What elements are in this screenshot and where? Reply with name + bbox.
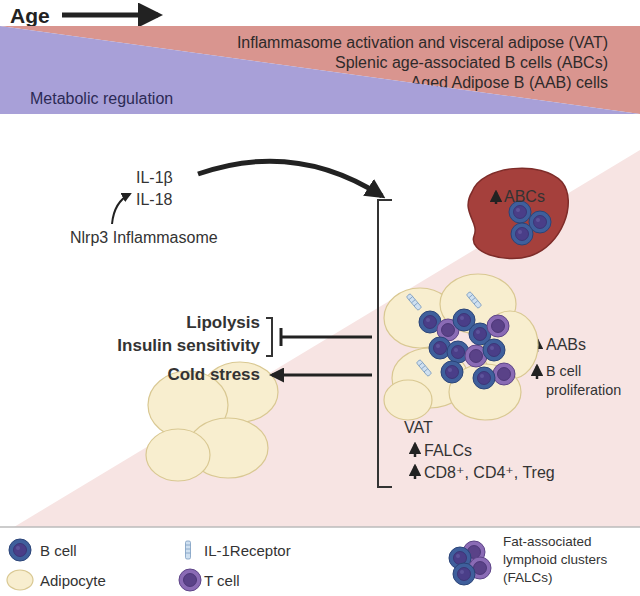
illustration-part [536, 366, 539, 379]
cell-label: CD8⁺, CD4⁺, Treg [424, 463, 555, 482]
legend-text: Fat-associated lymphoid clusters (FALCs) [503, 533, 637, 587]
illustration-part [414, 444, 417, 457]
adipocytes-left [146, 362, 278, 481]
cytokine-label: IL-1β [136, 168, 173, 187]
bracket [378, 200, 392, 487]
illustration-part [483, 339, 505, 361]
axis-title: Age [10, 4, 50, 28]
illustration-part [473, 367, 495, 389]
illustration-part [9, 539, 31, 561]
illustration-part [179, 569, 201, 591]
cell-label: B cell proliferation [546, 362, 638, 400]
cell-label: AABs [546, 335, 586, 354]
illustration-part [146, 429, 210, 481]
small-curved-arrow [112, 194, 130, 224]
illustration-part [7, 570, 33, 590]
illustration-part [414, 466, 417, 479]
metabolic-band: Metabolic regulation [0, 26, 640, 114]
illustration-part [493, 363, 515, 385]
activation-arrow [272, 374, 372, 377]
band-text: Splenic age-associated B cells (ABCs) [335, 53, 608, 72]
legend-text: T cell [204, 571, 240, 590]
inflammasome-label: Nlrp3 Inflammasome [70, 228, 218, 247]
cell-label: ABCs [504, 187, 545, 206]
illustration-part [416, 359, 431, 376]
cell-label: FALCs [424, 441, 472, 460]
inhibition-bar [280, 328, 283, 346]
vat-cluster [384, 274, 538, 420]
legend-separator [0, 526, 640, 528]
illustration-part [466, 291, 481, 308]
effect-label: Lipolysis [186, 313, 260, 332]
band-text: Metabolic regulation [30, 89, 173, 108]
band-text: Inflammasome activation and visceral adi… [237, 33, 608, 52]
effect-label: Insulin sensitivity [117, 336, 260, 355]
small-bracket [266, 318, 272, 356]
legend-text: B cell [40, 541, 77, 560]
legend-icons [7, 539, 491, 591]
illustration-part [453, 563, 475, 585]
age-arrow [62, 13, 158, 18]
band-fill [0, 26, 640, 114]
legend-text: IL-1Receptor [204, 541, 291, 560]
cytokine-label: IL-18 [136, 190, 172, 209]
big-curved-arrow [198, 161, 382, 196]
spleen [468, 168, 568, 258]
inhibition-line [281, 336, 372, 339]
band-fill [0, 26, 640, 114]
illustration-part [384, 274, 538, 420]
illustration-part [406, 293, 421, 310]
aging-background [14, 150, 640, 527]
tissue-label: VAT [404, 418, 433, 437]
illustration-part [186, 541, 191, 559]
illustration-part [441, 361, 463, 383]
illustration-part [468, 168, 568, 258]
effect-label: Cold stress [167, 365, 260, 384]
illustration-part [384, 380, 432, 420]
illustration-part [511, 223, 533, 245]
legend-text: Adipocyte [40, 571, 106, 590]
illustration-part [495, 192, 498, 204]
illustration-part [487, 315, 509, 337]
